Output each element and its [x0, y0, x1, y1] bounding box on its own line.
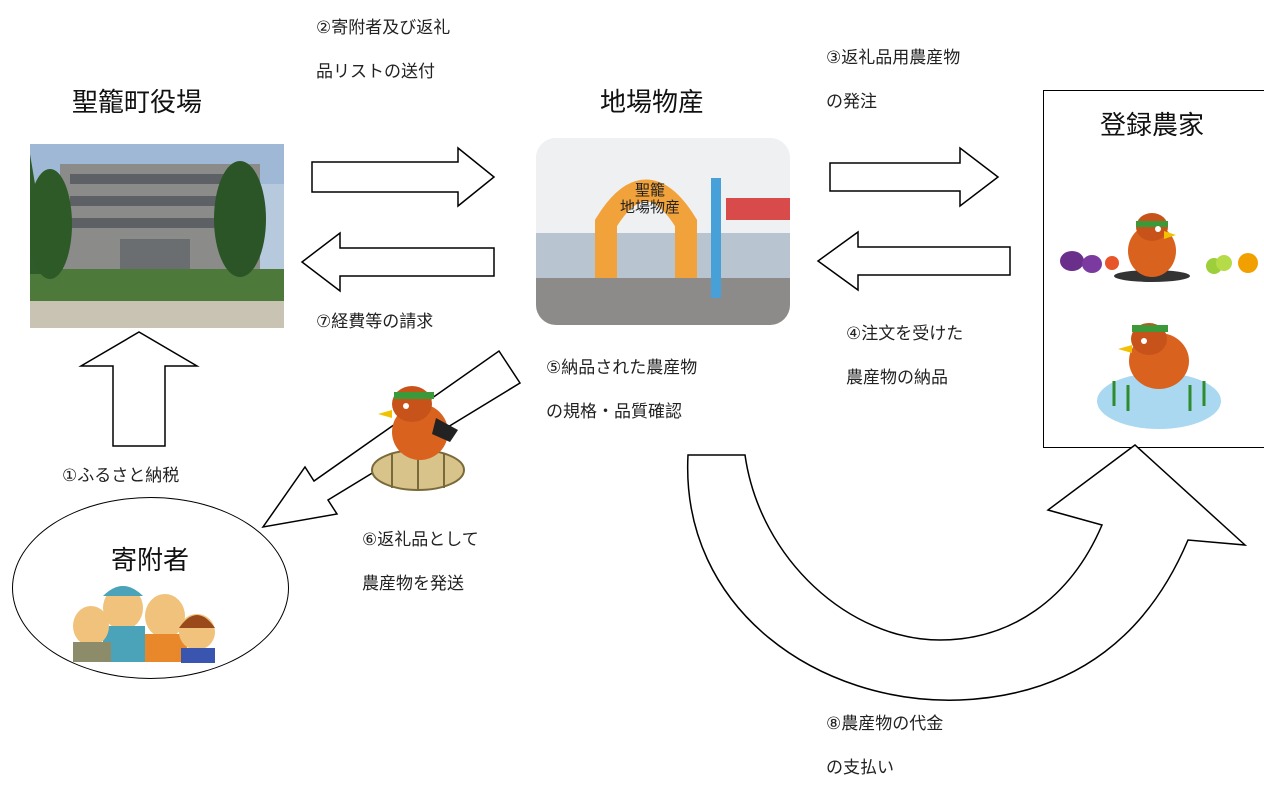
flow-arrows — [78, 146, 1248, 701]
step-2-label: ②寄附者及び返礼 品リストの送付 — [316, 18, 450, 106]
step-8-label: ⑧農産物の代金 の支払い — [826, 714, 943, 802]
donor-title: 寄附者 — [111, 546, 190, 576]
arrow-up-donor-to-office — [78, 331, 200, 447]
local-store-photo: 聖籠 地場物産 — [536, 138, 790, 325]
step-6-label: ⑥返礼品として 農産物を発送 — [362, 530, 479, 618]
town-office-title: 聖籠町役場 — [72, 88, 203, 118]
step-3-label: ③返礼品用農産物 の発注 — [826, 48, 960, 136]
step-2-line-2: 品リストの送付 — [316, 62, 435, 82]
arrow-curved-payment — [687, 444, 1248, 701]
step-7-label: ⑦経費等の請求 — [316, 312, 434, 332]
arrow-diagonal-store-to-donor — [261, 349, 522, 529]
mascot-with-fruits-illustration — [1060, 213, 1258, 282]
donors-people-illustration — [73, 586, 215, 663]
mascot-rice-bale-illustration — [371, 386, 465, 491]
step-2-line-1: ②寄附者及び返礼 — [316, 18, 451, 38]
step-3-line-1: ③返礼品用農産物 — [826, 48, 961, 68]
arrow-left-farmers-to-store — [816, 230, 1011, 292]
step-5-line-2: の規格・品質確認 — [546, 402, 682, 422]
step-1-label: ①ふるさと納税 — [62, 466, 180, 486]
arrow-left-store-to-office — [300, 231, 495, 293]
step-6-line-1: ⑥返礼品として — [362, 530, 479, 550]
arrow-right-store-to-farmers — [829, 146, 1000, 208]
step-4-line-2: 農産物の納品 — [846, 368, 948, 388]
donor-ellipse: 寄附者 — [12, 497, 289, 679]
step-4-label: ④注文を受けた 農産物の納品 — [846, 324, 963, 412]
step-8-line-2: の支払い — [826, 758, 894, 778]
step-3-line-2: の発注 — [826, 92, 877, 112]
registered-farmers-box: 登録農家 — [1043, 90, 1264, 448]
step-4-line-1: ④注文を受けた — [846, 324, 964, 344]
arrow-right-office-to-store — [311, 146, 496, 208]
farmers-title: 登録農家 — [1100, 111, 1205, 141]
town-office-photo — [30, 144, 284, 328]
store-sign: 聖籠 地場物産 — [620, 181, 681, 216]
step-5-label: ⑤納品された農産物 の規格・品質確認 — [546, 358, 697, 446]
step-6-line-2: 農産物を発送 — [362, 574, 464, 594]
local-store-title: 地場物産 — [600, 88, 705, 118]
step-8-line-1: ⑧農産物の代金 — [826, 714, 944, 734]
step-5-line-1: ⑤納品された農産物 — [546, 358, 698, 378]
mascot-rice-planting-illustration — [1097, 323, 1221, 429]
